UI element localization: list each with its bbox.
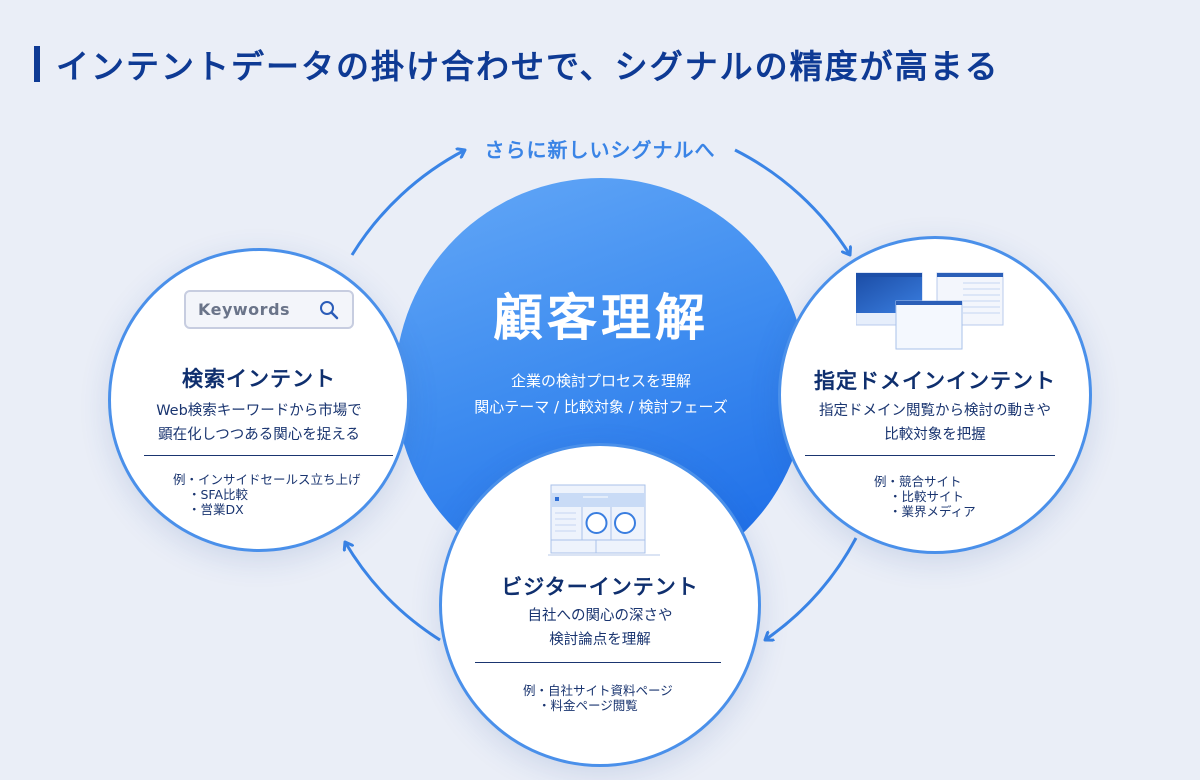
arrow-search-to-loop — [350, 150, 465, 256]
desc-line: Web検索キーワードから市場で — [156, 403, 362, 419]
keyword-search-box: Keywords — [184, 290, 354, 329]
example-item: 例・自社サイト資料ページ — [523, 683, 673, 698]
divider — [144, 455, 393, 456]
arrow-loop-to-domain — [734, 148, 850, 255]
loop-label: さらに新しいシグナルへ — [484, 138, 716, 162]
visitor-intent-title: ビジターインテント — [501, 575, 699, 599]
desc-line: 指定ドメイン閲覧から検討の動きや — [819, 403, 1051, 419]
visitor-intent-circle: ビジターインテント 自社への関心の深さや 検討論点を理解 例・自社サイト資料ペー… — [439, 443, 761, 767]
arrow-domain-to-visitor — [765, 537, 858, 640]
visitor-intent-examples: 例・自社サイト資料ページ ・料金ページ閲覧 — [523, 683, 673, 713]
example-item: 例・インサイドセールス立ち上げ — [173, 472, 361, 487]
dashboard-icon — [548, 484, 660, 556]
core-line-2: 関心テーマ / 比較対象 / 検討フェーズ — [474, 398, 728, 416]
core-line-1: 企業の検討プロセスを理解 — [510, 372, 691, 390]
browser-windows-icon — [856, 272, 1004, 350]
example-item: ・料金ページ閲覧 — [538, 698, 638, 713]
visitor-intent-desc: 自社への関心の深さや 検討論点を理解 — [442, 604, 758, 652]
domain-intent-circle: 指定ドメインインテント 指定ドメイン閲覧から検討の動きや 比較対象を把握 例・競… — [778, 236, 1092, 554]
desc-line: 検討論点を理解 — [549, 632, 651, 648]
example-item: ・営業DX — [188, 502, 244, 517]
desc-line: 顕在化しつつある関心を捉える — [158, 427, 360, 443]
search-intent-desc: Web検索キーワードから市場で 顕在化しつつある関心を捉える — [111, 399, 407, 447]
domain-intent-examples: 例・競合サイト ・比較サイト ・業界メディア — [874, 474, 976, 519]
heading-accent-bar — [34, 46, 40, 82]
domain-intent-desc: 指定ドメイン閲覧から検討の動きや 比較対象を把握 — [781, 399, 1089, 447]
search-intent-title: 検索インテント — [182, 367, 336, 391]
arrow-visitor-to-search — [345, 542, 441, 642]
divider — [475, 662, 721, 663]
divider — [805, 455, 1055, 456]
search-intent-circle: Keywords 検索インテント Web検索キーワードから市場で 顕在化しつつあ… — [108, 248, 410, 552]
page-title: インテントデータの掛け合わせで、シグナルの精度が高まる — [56, 47, 1000, 86]
page-heading: インテントデータの掛け合わせで、シグナルの精度が高まる — [34, 40, 1000, 88]
desc-line: 自社への関心の深さや — [527, 608, 673, 624]
core-subtitle: 企業の検討プロセスを理解 関心テーマ / 比較対象 / 検討フェーズ — [395, 368, 807, 420]
search-icon — [320, 300, 339, 319]
core-title: 顧客理解 — [493, 289, 709, 347]
example-item: ・業界メディア — [889, 504, 976, 519]
example-item: ・比較サイト — [889, 489, 965, 504]
example-item: ・SFA比較 — [188, 487, 249, 502]
desc-line: 比較対象を把握 — [884, 427, 986, 443]
domain-intent-title: 指定ドメインインテント — [814, 369, 1056, 393]
search-placeholder: Keywords — [198, 300, 291, 319]
search-intent-examples: 例・インサイドセールス立ち上げ ・SFA比較 ・営業DX — [173, 472, 361, 517]
example-item: 例・競合サイト — [874, 474, 962, 489]
